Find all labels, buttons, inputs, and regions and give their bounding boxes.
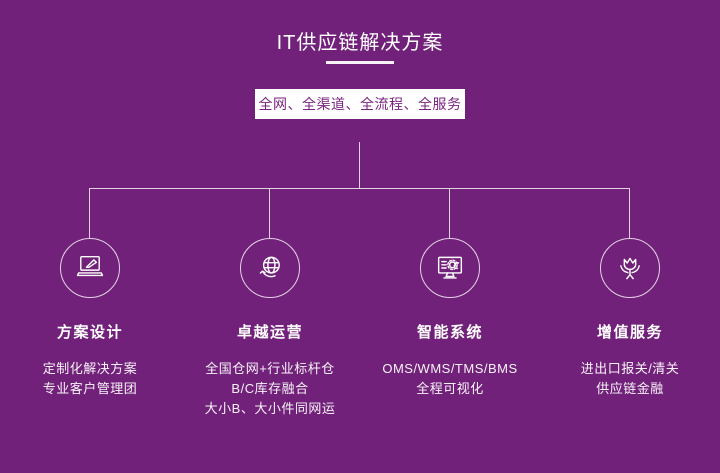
column-intelligent-systems: 智能系统 OMS/WMS/TMS/BMS 全程可视化 bbox=[360, 238, 540, 419]
column-title: 智能系统 bbox=[416, 324, 483, 341]
column-solution-design: 方案设计 定制化解决方案 专业客户管理团 bbox=[0, 238, 180, 419]
feature-columns: 方案设计 定制化解决方案 专业客户管理团 卓越运营 bbox=[0, 238, 720, 419]
globe-sync-icon bbox=[253, 251, 287, 285]
monitor-gears-icon bbox=[433, 251, 467, 285]
icon-circle bbox=[240, 238, 300, 298]
column-title: 卓越运营 bbox=[236, 324, 303, 341]
description-line: 全国仓网+行业标杆仓 bbox=[205, 361, 335, 376]
connector-drop-2 bbox=[269, 189, 270, 238]
laptop-pencil-icon bbox=[73, 251, 107, 285]
column-operations: 卓越运营 全国仓网+行业标杆仓 B/C库存融合 大小B、大小件同网运 bbox=[180, 238, 360, 419]
connector-drop-4 bbox=[629, 189, 630, 238]
column-title: 方案设计 bbox=[56, 324, 123, 341]
column-description: 定制化解决方案 专业客户管理团 bbox=[0, 359, 180, 399]
icon-circle bbox=[600, 238, 660, 298]
description-line: B/C库存融合 bbox=[231, 381, 309, 396]
connector-stem bbox=[359, 142, 360, 188]
icon-circle bbox=[60, 238, 120, 298]
column-description: 全国仓网+行业标杆仓 B/C库存融合 大小B、大小件同网运 bbox=[180, 359, 360, 419]
column-description: 进出口报关/清关 供应链金融 bbox=[540, 359, 720, 399]
description-line: 专业客户管理团 bbox=[42, 381, 138, 396]
connector-rail bbox=[89, 188, 630, 189]
description-line: 定制化解决方案 bbox=[42, 361, 138, 376]
scope-badge: 全网、全渠道、全流程、全服务 bbox=[255, 89, 465, 119]
description-line: 大小B、大小件同网运 bbox=[204, 401, 336, 416]
column-value-added-services: 增值服务 进出口报关/清关 供应链金融 bbox=[540, 238, 720, 419]
description-line: 供应链金融 bbox=[596, 381, 664, 396]
description-line: 进出口报关/清关 bbox=[580, 361, 680, 376]
description-line: 全程可视化 bbox=[416, 381, 484, 396]
description-line: OMS/WMS/TMS/BMS bbox=[382, 361, 518, 376]
title-underline bbox=[326, 61, 394, 64]
column-description: OMS/WMS/TMS/BMS 全程可视化 bbox=[360, 359, 540, 399]
connector-drop-3 bbox=[449, 189, 450, 238]
column-title: 增值服务 bbox=[596, 324, 663, 341]
connector-drop-1 bbox=[89, 189, 90, 238]
flower-icon bbox=[613, 251, 647, 285]
icon-circle bbox=[420, 238, 480, 298]
page-title: IT供应链解决方案 bbox=[276, 32, 444, 54]
